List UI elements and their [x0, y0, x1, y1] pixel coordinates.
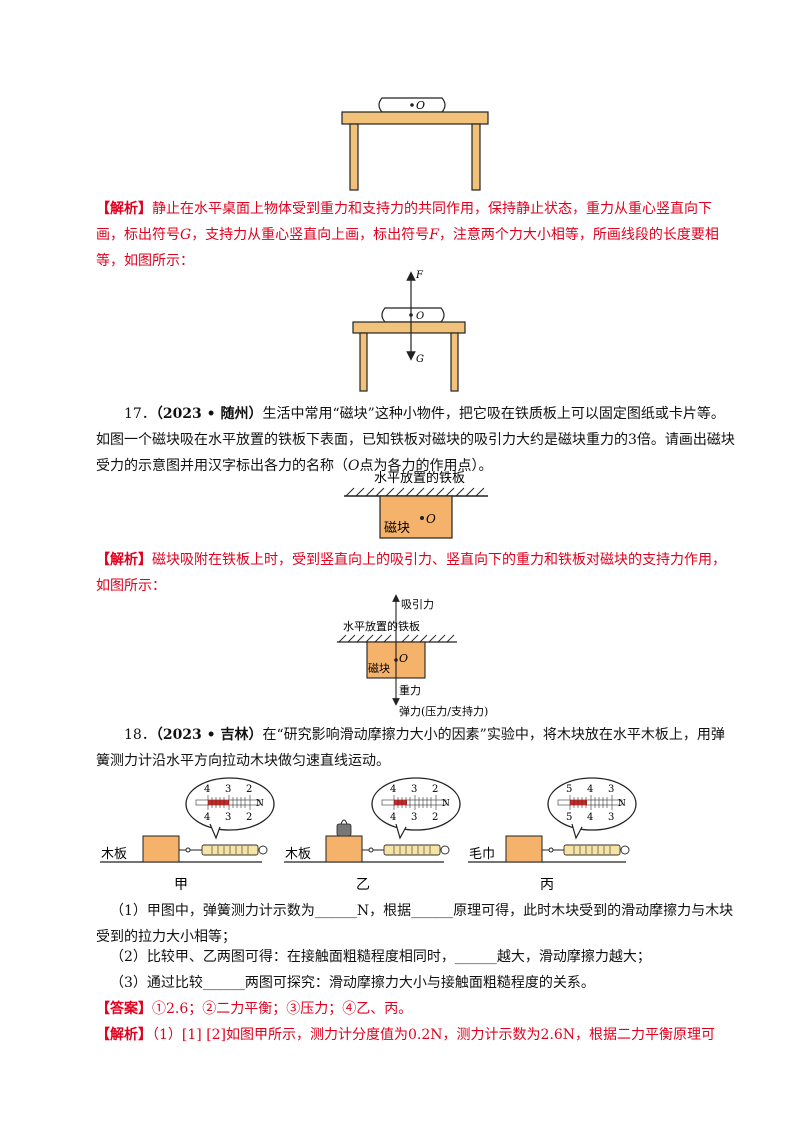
svg-text:2: 2 — [432, 812, 438, 823]
answer-18: 【答案】①2.6；②二力平衡；③压力；④乙、丙。 — [96, 1001, 413, 1017]
svg-text:4: 4 — [587, 784, 593, 795]
analysis-16: 【解析】静止在水平桌面上物体受到重力和支持力的共同作用，保持静止状态，重力从重心… — [96, 201, 719, 269]
svg-text:N: N — [256, 799, 264, 809]
svg-text:3: 3 — [411, 812, 417, 823]
plate-label: 水平放置的铁板 — [343, 619, 420, 633]
point-o-label: O — [426, 512, 436, 526]
plate-label: 水平放置的铁板 — [374, 470, 465, 486]
svg-text:3: 3 — [608, 812, 614, 823]
block-label: 磁块 — [368, 662, 390, 675]
answer-blank[interactable]: ______ — [314, 903, 357, 919]
svg-text:3: 3 — [608, 784, 614, 795]
attract-label: 吸引力 — [401, 597, 434, 611]
sub-question-1: （1）甲图中，弹簧测力计示数为______N，根据______原理可得，此时木块… — [96, 903, 734, 945]
question-18: 18．（2023 • 吉林）在“研究影响滑动摩擦力大小的因素”实验中，将木块放在… — [96, 727, 725, 769]
table-figure-1: O — [341, 97, 489, 191]
caption-bing: 丙 — [540, 877, 554, 893]
svg-text:2: 2 — [432, 784, 438, 795]
panel-yi: 木板 4 3 2 4 3 2 N 乙 — [284, 777, 461, 893]
analysis-17: 【解析】磁块吸附在铁板上时，受到竖直向上的吸引力、竖直向下的重力和铁板对磁块的支… — [96, 552, 726, 594]
friction-experiment-figure: 木板 4 3 2 4 3 2 N 甲 木板 — [100, 777, 637, 893]
magnet-figure: 水平放置的铁板 磁块 O — [344, 470, 488, 539]
svg-text:4: 4 — [587, 812, 593, 823]
svg-text:N: N — [442, 799, 450, 809]
svg-text:3: 3 — [411, 784, 417, 795]
panel-jia: 木板 4 3 2 4 3 2 N 甲 — [100, 777, 275, 893]
panel-bing: 毛巾 5 4 3 5 4 3 N 丙 — [468, 777, 637, 893]
force-f-label: F — [415, 270, 424, 281]
answer-blank[interactable]: ______ — [202, 975, 245, 991]
caption-yi: 乙 — [356, 877, 370, 893]
svg-text:5: 5 — [566, 784, 572, 795]
force-g-label: G — [416, 354, 424, 365]
svg-text:4: 4 — [204, 812, 210, 823]
answer-blank[interactable]: ______ — [454, 949, 497, 965]
point-o-label: O — [399, 652, 408, 665]
svg-text:4: 4 — [390, 784, 396, 795]
surface-label: 木板 — [285, 847, 311, 862]
gravity-label: 重力 — [399, 683, 421, 697]
svg-text:2: 2 — [246, 784, 252, 795]
caption-jia: 甲 — [174, 877, 188, 893]
svg-text:3: 3 — [225, 812, 231, 823]
svg-text:N: N — [618, 799, 626, 809]
surface-label: 木板 — [101, 847, 127, 862]
svg-text:3: 3 — [225, 784, 231, 795]
point-o-label: O — [416, 99, 425, 112]
support-label: 弹力(压力/支持力) — [399, 704, 488, 718]
svg-text:4: 4 — [390, 812, 396, 823]
magnet-forces-figure: 吸引力 水平放置的铁板 磁块 O 重力 弹力(压力/支持力) — [337, 594, 488, 718]
analysis-18: 【解析】（1）[1] [2]如图甲所示，测力计分度值为0.2N，测力计示数为2.… — [96, 1027, 716, 1043]
svg-text:4: 4 — [204, 784, 210, 795]
sub-question-2: （2）比较甲、乙两图可得：在接触面粗糙程度相同时，______越大，滑动摩擦力越… — [110, 949, 651, 965]
svg-text:5: 5 — [566, 812, 572, 823]
point-o-label: O — [416, 311, 424, 322]
block-label: 磁块 — [384, 521, 410, 536]
answer-blank[interactable]: ______ — [411, 903, 454, 919]
table-figure-2: F O G — [352, 270, 466, 392]
question-17: 17．（2023 • 随州）生活中常用“磁块”这种小物件，把它吸在铁质板上可以固… — [96, 406, 735, 474]
surface-label: 毛巾 — [469, 847, 495, 862]
svg-text:2: 2 — [246, 812, 252, 823]
sub-question-3: （3）通过比较______两图可探究：滑动摩擦力大小与接触面粗糙程度的关系。 — [110, 975, 595, 991]
